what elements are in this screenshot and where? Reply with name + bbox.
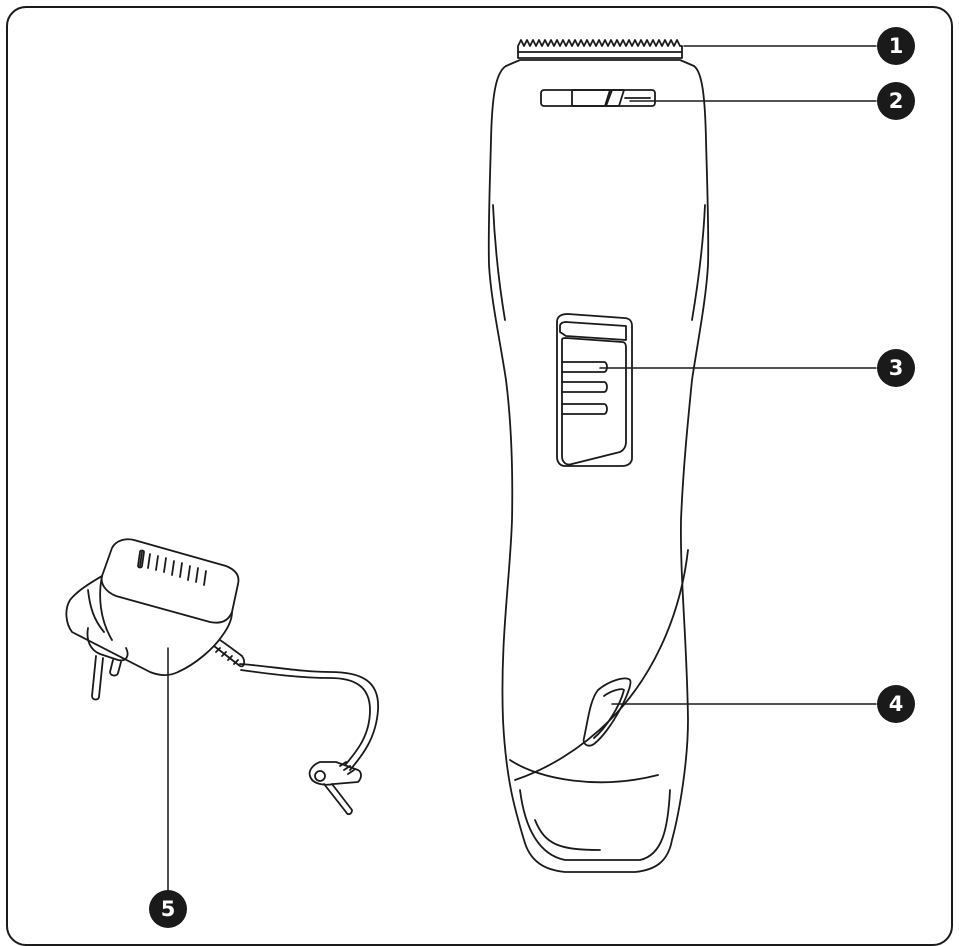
callout-3: 3 <box>877 349 915 387</box>
plug-prong-right <box>109 659 122 677</box>
callout-2: 2 <box>877 82 915 120</box>
leader-lines <box>167 45 877 891</box>
blade-teeth <box>517 39 683 59</box>
callout-5: 5 <box>149 890 187 928</box>
power-switch <box>556 313 633 467</box>
callout-1: 1 <box>877 27 915 65</box>
callout-4: 4 <box>877 685 915 723</box>
dc-connector <box>308 761 362 786</box>
charge-indicator <box>582 677 632 747</box>
plug-prong-left <box>91 655 104 701</box>
cable <box>239 663 379 771</box>
power-adapter <box>65 538 379 816</box>
clipper <box>487 39 710 873</box>
clipper-body <box>487 65 710 873</box>
